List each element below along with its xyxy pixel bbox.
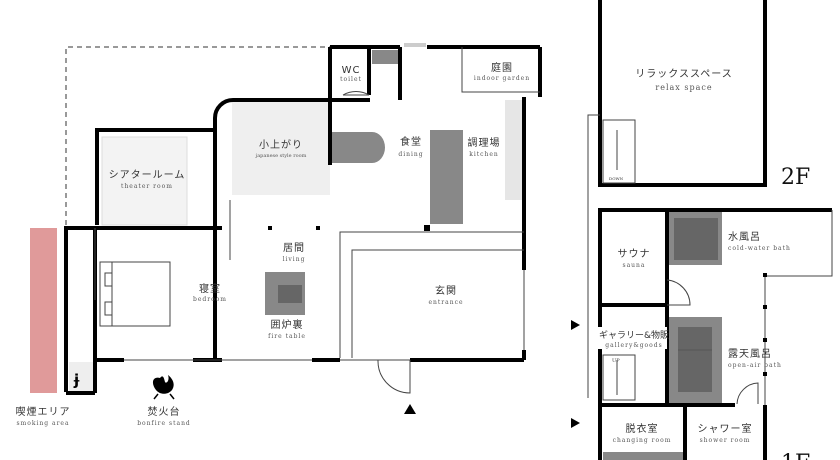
stairs-down-label: DOWN [609, 176, 624, 181]
wc-label-en: toilet [340, 76, 362, 83]
gallery-label-en: gallery&goods [605, 342, 662, 349]
toilet-icon-box [69, 362, 93, 391]
entrance-arrow-changing-icon [571, 418, 580, 428]
fire-table-inner [278, 285, 302, 303]
open-air-bath-label-en: open-air bath [728, 362, 782, 369]
living-label-en: living [283, 256, 306, 263]
bedroom-label-en: bedroom [193, 296, 227, 303]
dining-table [332, 132, 385, 163]
smoking-area-label: 喫煙エリア [16, 406, 71, 418]
relax-space-label: リラックススペース [635, 68, 733, 80]
bonfire-icon [152, 375, 175, 400]
smoking-area-zone [30, 228, 57, 393]
entrance-arrow-gallery-icon [571, 320, 580, 330]
top-window [404, 43, 426, 47]
garden-label: 庭園 [491, 61, 513, 74]
entrance-label: 玄関 [435, 284, 457, 297]
japanese-room-label: 小上がり [259, 138, 303, 151]
sauna-label: サウナ [618, 248, 651, 260]
bonfire-label-en: bonfire stand [137, 420, 191, 427]
smoking-icon: ɉ [73, 371, 80, 389]
theater-room-floor [101, 136, 188, 226]
smoking-area-label-en: smoking area [16, 420, 69, 427]
entrance-label-en: entrance [428, 299, 463, 306]
changing-room-label-en: changing room [613, 437, 672, 444]
dining-label-en: dining [398, 151, 423, 158]
japanese-room-floor [232, 100, 330, 195]
floor-2f-label: 2F [781, 165, 810, 190]
terrace-outline [65, 46, 330, 225]
kitchen-island [430, 130, 463, 224]
japanese-room-label-en: japanese style room [255, 153, 307, 159]
floor-1f-label: 1F [781, 451, 810, 460]
kitchen-label: 調理場 [468, 136, 501, 149]
living-label: 居間 [283, 242, 305, 254]
entrance-arrow-icon [404, 404, 416, 414]
sauna-label-en: sauna [623, 262, 646, 269]
relax-space-label-en: relax space [655, 83, 712, 92]
stairs-up-label: UP [612, 358, 620, 364]
fire-table-label-en: fire table [268, 333, 306, 340]
gallery-label: ギャラリー&物販 [599, 329, 669, 341]
theater-room-label: シアタールーム [109, 169, 186, 181]
bedroom-label: 寝室 [199, 282, 221, 295]
dining-label: 食堂 [400, 135, 422, 148]
changing-room-label: 脱衣室 [626, 422, 659, 435]
fire-table-label: 囲炉裏 [271, 318, 304, 331]
cold-bath-label: 水風呂 [728, 231, 761, 243]
bonfire-label: 焚火台 [148, 405, 181, 418]
vent-block [372, 50, 398, 64]
shower-room-label: シャワー室 [698, 422, 753, 435]
wc-label: WC [342, 65, 361, 76]
kitchen-counter-light [505, 100, 524, 200]
bed [99, 261, 171, 327]
shower-room-label-en: shower room [700, 437, 751, 444]
open-air-bath-label: 露天風呂 [728, 348, 772, 360]
garden-label-en: indoor garden [474, 75, 530, 82]
cold-bath-label-en: cold-water bath [728, 245, 791, 252]
theater-room-label-en: theater room [121, 183, 173, 190]
kitchen-label-en: kitchen [469, 151, 499, 158]
